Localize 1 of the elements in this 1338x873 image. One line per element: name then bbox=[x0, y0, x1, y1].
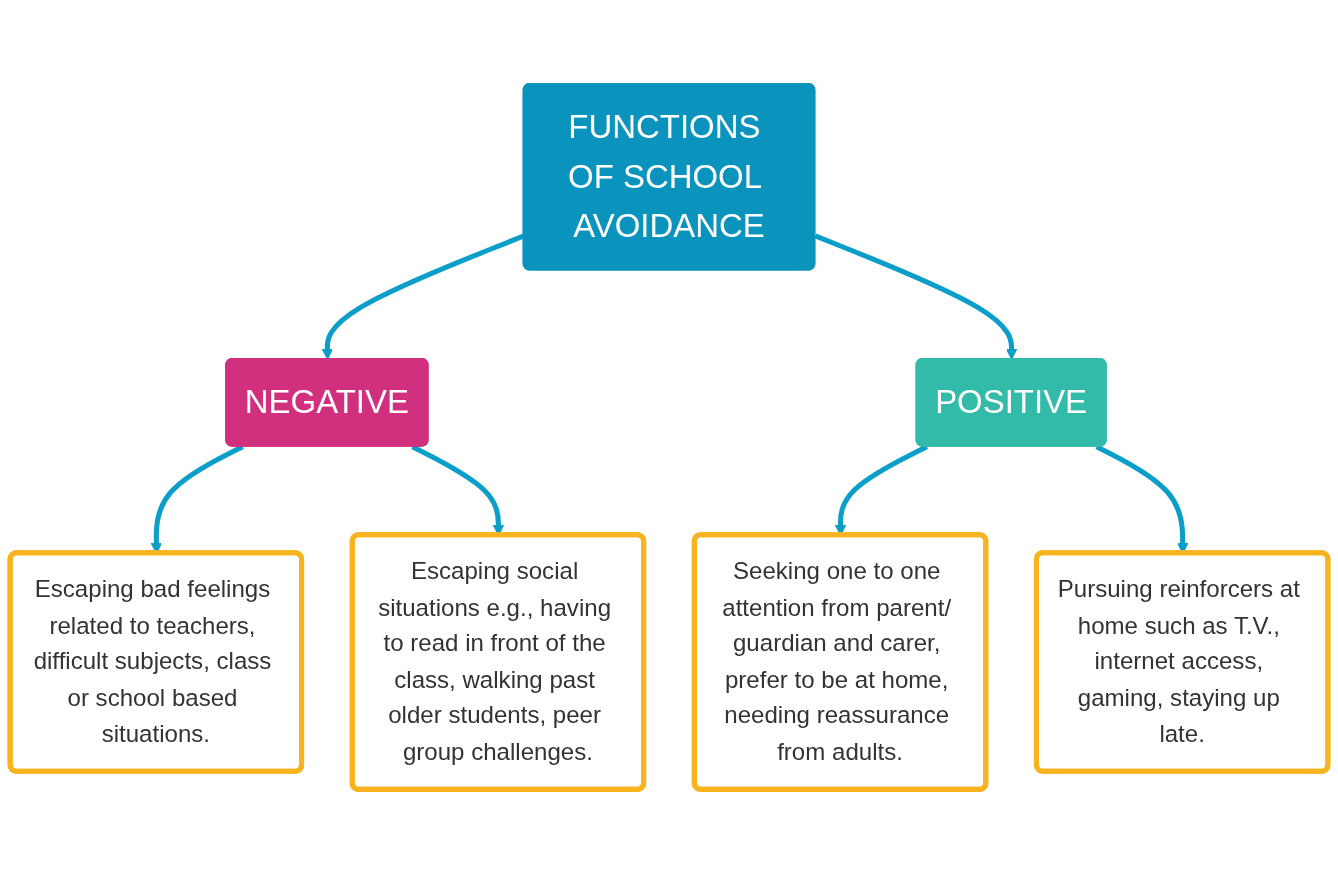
arrow bbox=[814, 233, 1018, 360]
